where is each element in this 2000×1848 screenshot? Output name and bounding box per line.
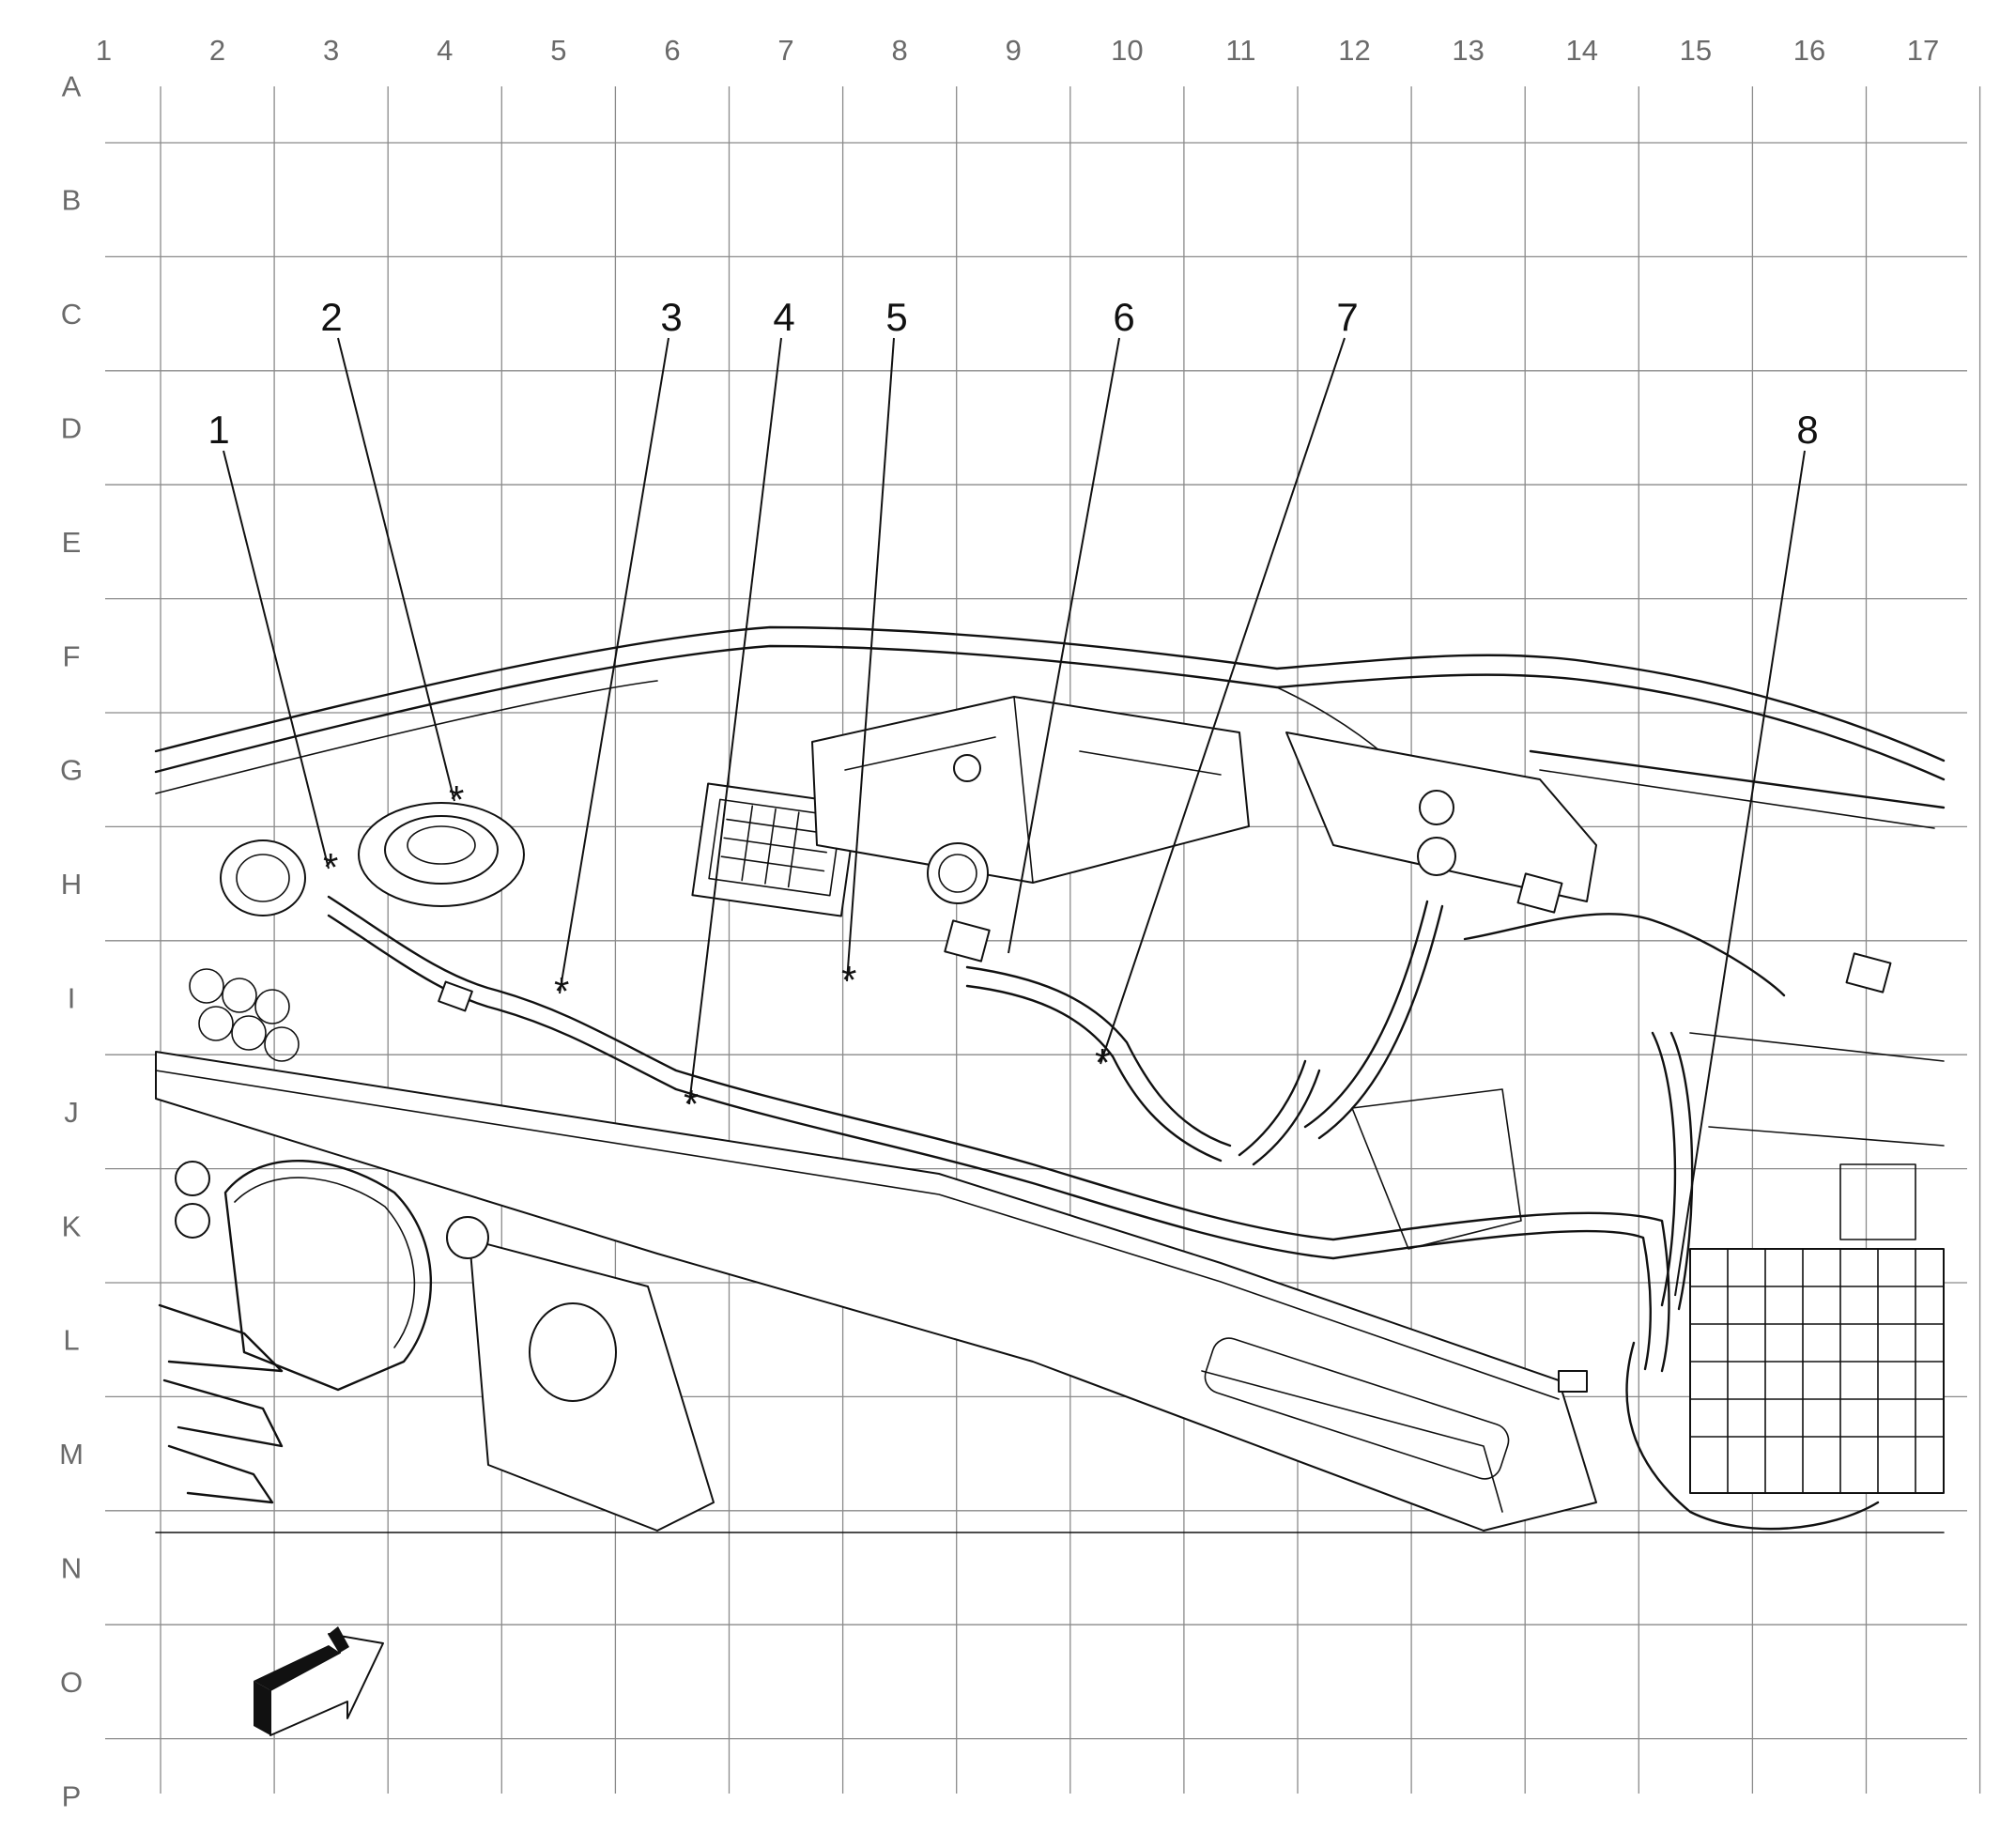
grid-column-label: 12 xyxy=(1338,34,1370,67)
grid-column-label: 15 xyxy=(1680,34,1712,67)
grid-column-label: 1 xyxy=(96,34,112,67)
grid-column-label: 7 xyxy=(777,34,793,67)
grid-column-label: 9 xyxy=(1006,34,1022,67)
svg-text:*: * xyxy=(1095,1040,1110,1085)
callout-7: 7 xyxy=(1336,295,1358,339)
svg-text:*: * xyxy=(684,1082,699,1126)
grid-column-label: 16 xyxy=(1793,34,1825,67)
grid-column-label: 6 xyxy=(664,34,680,67)
grid-column-label: 5 xyxy=(550,34,566,67)
grid-column-label: 17 xyxy=(1907,34,1939,67)
grid-row-label: E xyxy=(62,526,82,559)
callout-5: 5 xyxy=(885,295,907,339)
svg-text:*: * xyxy=(323,845,338,889)
callout-1: 1 xyxy=(208,408,229,452)
engine-compartment-artwork xyxy=(154,625,1946,1533)
grid-column-label: 2 xyxy=(209,34,225,67)
grid-row-label: A xyxy=(62,69,82,102)
grid-column-label: 10 xyxy=(1111,34,1143,67)
grid-row-label: C xyxy=(61,298,82,331)
svg-text:*: * xyxy=(554,969,569,1013)
grid-row-label: P xyxy=(62,1779,82,1812)
reference-grid xyxy=(105,86,1981,1794)
grid-column-label: 4 xyxy=(437,34,453,67)
grid-column-label: 3 xyxy=(323,34,339,67)
front-direction-arrow-icon xyxy=(254,1626,384,1736)
grid-row-label: L xyxy=(63,1324,79,1357)
callout-4: 4 xyxy=(773,295,794,339)
grid-column-label: 11 xyxy=(1225,34,1255,67)
callout-leaders: * * * * * * xyxy=(223,337,1806,1297)
grid-row-label: O xyxy=(60,1666,83,1699)
grid-row-label: D xyxy=(61,412,82,445)
grid-row-label: I xyxy=(68,982,76,1015)
grid-row-label: M xyxy=(59,1438,84,1471)
svg-text:*: * xyxy=(841,958,856,1002)
grid-row-label: H xyxy=(61,868,82,901)
grid-row-label: B xyxy=(62,184,82,217)
grid-column-label: 13 xyxy=(1452,34,1484,67)
grid-column-label: 8 xyxy=(892,34,908,67)
callout-2: 2 xyxy=(320,295,342,339)
grid-row-label: J xyxy=(64,1096,79,1129)
callout-labels: 1 2 3 4 5 6 7 8 xyxy=(208,295,1818,452)
callout-6: 6 xyxy=(1113,295,1134,339)
callout-3: 3 xyxy=(660,295,682,339)
grid-row-label: G xyxy=(60,754,83,787)
grid-row-labels: A B C D E F G H I J K L M N O P xyxy=(59,69,84,1812)
grid-row-label: F xyxy=(63,639,81,672)
callout-8: 8 xyxy=(1796,408,1818,452)
svg-text:*: * xyxy=(449,778,464,822)
grid-row-label: N xyxy=(61,1552,82,1585)
grid-row-label: K xyxy=(62,1209,82,1242)
grid-column-label: 14 xyxy=(1566,34,1598,67)
